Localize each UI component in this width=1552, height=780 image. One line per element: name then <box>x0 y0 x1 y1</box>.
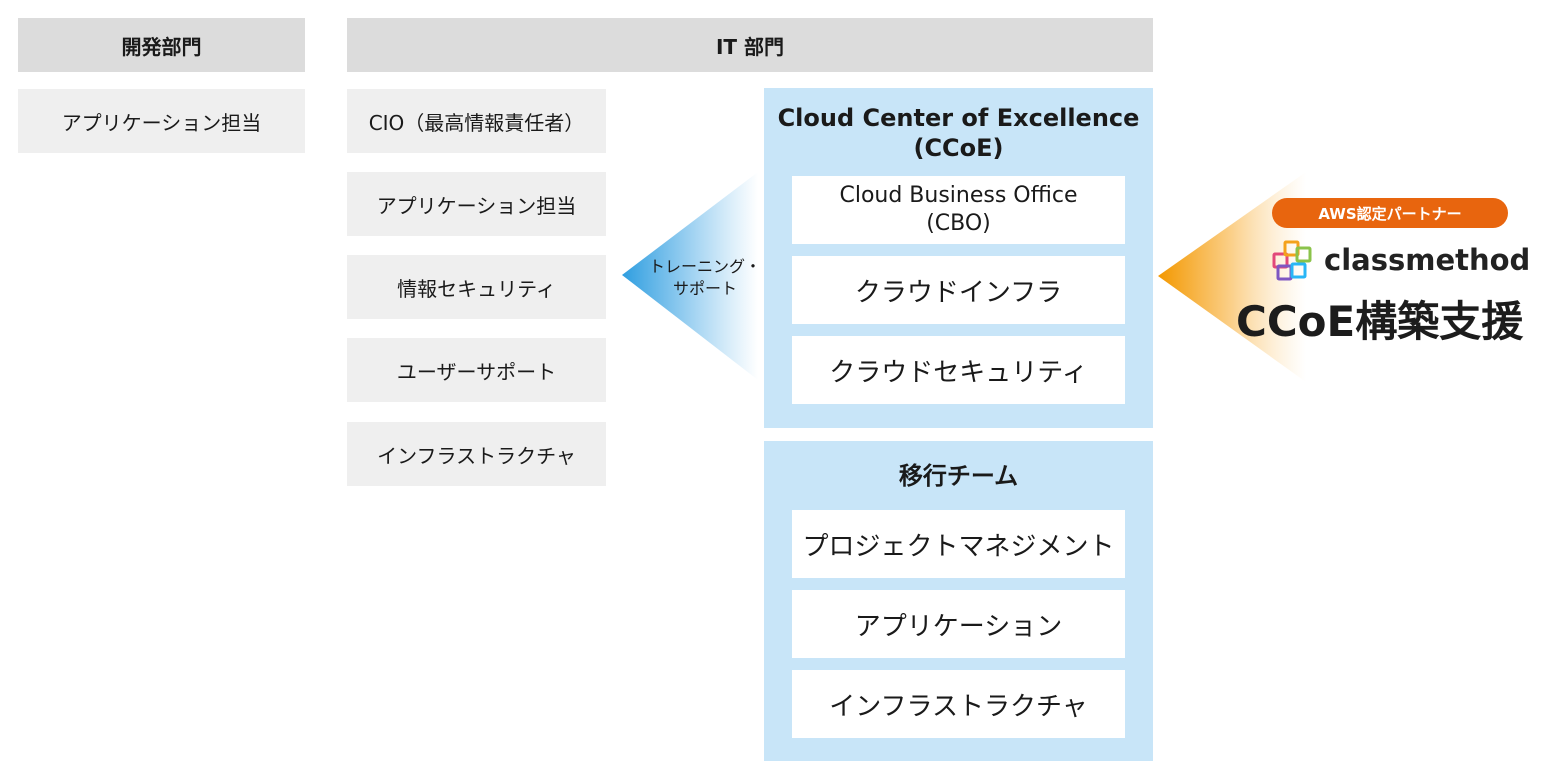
classmethod-logo-icon <box>1272 240 1312 281</box>
migration-item-pm: プロジェクトマネジメント <box>792 510 1125 578</box>
ccoe-item-cloud-security: クラウドセキュリティ <box>792 336 1125 404</box>
cbo-line1: Cloud Business Office <box>839 183 1078 208</box>
training-label-line2: サポート <box>672 279 737 298</box>
training-label: トレーニング・ サポート <box>640 256 770 300</box>
it-dept-item-infra: インフラストラクチャ <box>347 422 606 486</box>
training-arrow <box>622 172 758 380</box>
cbo-box: Cloud Business Office (CBO) <box>792 176 1125 244</box>
partner-arrow <box>1158 172 1306 382</box>
migration-item-app: アプリケーション <box>792 590 1125 658</box>
dev-dept-item-app: アプリケーション担当 <box>18 89 305 153</box>
cbo-line2: (CBO) <box>926 211 991 236</box>
migration-item-infra: インフラストラクチャ <box>792 670 1125 738</box>
it-dept-header: IT 部門 <box>347 18 1153 72</box>
ccoe-title-line2: (CCoE) <box>913 134 1004 162</box>
ccoe-item-cloud-infra: クラウドインフラ <box>792 256 1125 324</box>
it-dept-item-security: 情報セキュリティ <box>347 255 606 319</box>
ccoe-title-line1: Cloud Center of Excellence <box>777 104 1140 132</box>
it-dept-item-app: アプリケーション担当 <box>347 172 606 236</box>
dev-dept-header: 開発部門 <box>18 18 305 72</box>
ccoe-support-title: CCoE構築支援 <box>1236 297 1524 346</box>
classmethod-name: classmethod <box>1324 243 1531 277</box>
it-dept-item-support: ユーザーサポート <box>347 338 606 402</box>
training-label-line1: トレーニング・ <box>648 257 761 276</box>
it-dept-item-cio: CIO（最高情報責任者） <box>347 89 606 153</box>
aws-partner-badge: AWS認定パートナー <box>1272 198 1508 228</box>
ccoe-title: Cloud Center of Excellence (CCoE) <box>764 103 1153 163</box>
migration-title: 移行チーム <box>898 462 1019 490</box>
